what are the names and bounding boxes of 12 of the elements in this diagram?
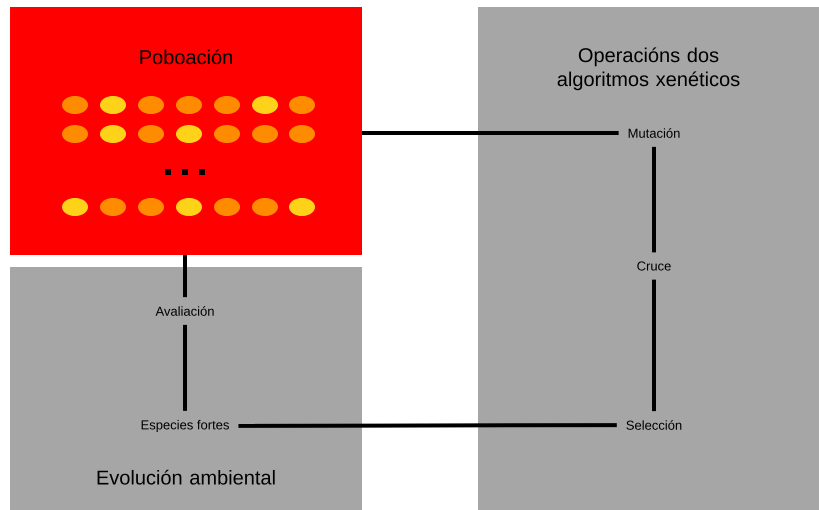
connector-line xyxy=(238,423,617,428)
step-label: Especies fortes xyxy=(142,420,229,432)
population-box: Poboación xyxy=(10,6,362,255)
connector-line xyxy=(652,280,656,412)
connector-line xyxy=(652,146,656,252)
step-label: Cruce xyxy=(637,261,671,271)
step-label: Mutación xyxy=(628,128,680,138)
step-label: Selección xyxy=(626,420,682,430)
connector-line xyxy=(183,324,187,411)
connector-line xyxy=(183,254,187,298)
step-label: Avaliación xyxy=(156,306,214,316)
connector-line xyxy=(362,130,619,135)
